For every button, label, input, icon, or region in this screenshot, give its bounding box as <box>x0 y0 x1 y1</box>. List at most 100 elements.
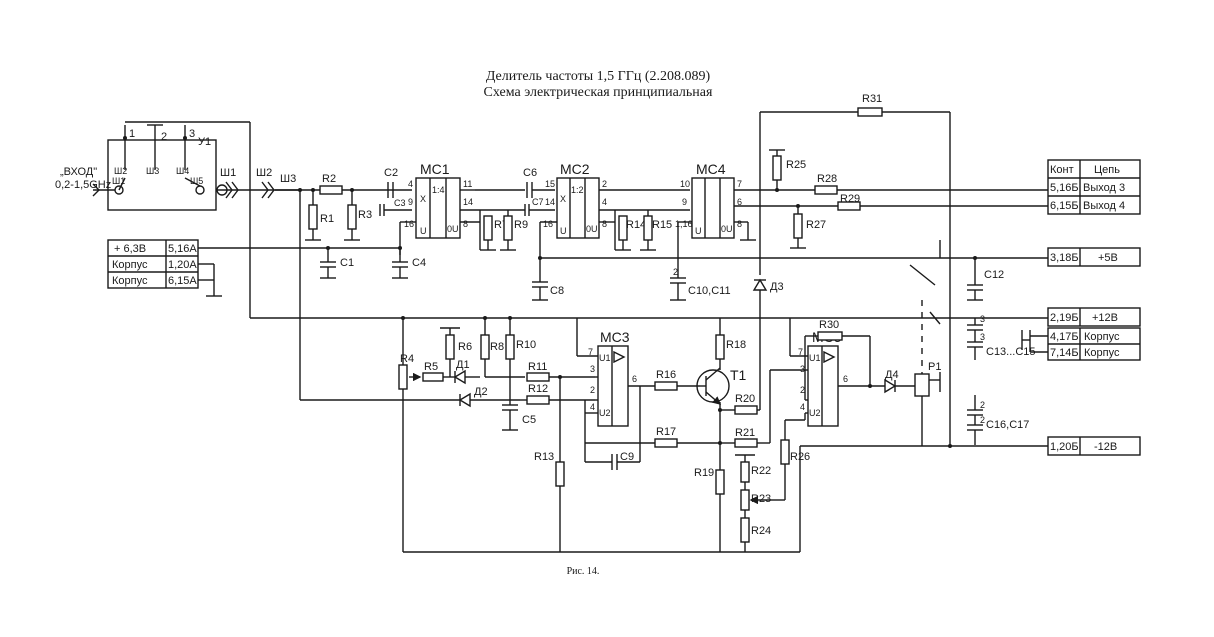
diagram-subtitle: Схема электрическая принципиальная <box>484 85 713 100</box>
mc4-pin8: 8 <box>737 219 742 229</box>
label-d4: Д4 <box>885 369 899 381</box>
label-t1: Т1 <box>730 367 747 383</box>
mc3-pin2: 2 <box>590 385 595 395</box>
label-r18: R18 <box>726 339 746 351</box>
mc2-name: МС2 <box>560 161 590 177</box>
svg-text:Корпус: Корпус <box>1084 331 1120 343</box>
rail-plus5: 3,18Б +5В <box>1047 247 1141 267</box>
label-r8: R8 <box>490 341 504 353</box>
mc1-pin9: 9 <box>408 197 413 207</box>
label-c8: C8 <box>550 285 564 297</box>
label-d3: Д3 <box>770 281 784 293</box>
mc3-u1: U1 <box>599 353 611 363</box>
pin-2: 2 <box>161 131 167 143</box>
label-c10-c11: C10,C11 <box>688 285 731 297</box>
label-r12: R12 <box>528 383 548 395</box>
mc5-pin6: 6 <box>843 374 848 384</box>
mc1-pin8: 8 <box>463 219 468 229</box>
ic-mc1: МС1 1:4 X U 0U 4 11 9 14 16 8 <box>404 161 473 239</box>
label-d1: Д1 <box>456 359 470 371</box>
mc4-pin116: 1,16 <box>675 219 693 229</box>
svg-text:4,17Б: 4,17Б <box>1050 331 1079 343</box>
mc1-pin4: 4 <box>408 179 413 189</box>
connector-sh2: Ш2 <box>256 167 272 179</box>
connector-sh1: Ш1 <box>220 167 236 179</box>
mc2-u: U <box>560 226 567 236</box>
mc1-name: МС1 <box>420 161 450 177</box>
output-table-header-k: Конт <box>1050 164 1074 176</box>
label-r22: R22 <box>751 465 771 477</box>
label-c3: C3 <box>394 198 406 208</box>
label-d2: Д2 <box>474 386 488 398</box>
label-r25: R25 <box>786 159 806 171</box>
mc3-u2: U2 <box>599 408 611 418</box>
label-r3: R3 <box>358 209 372 221</box>
mc2-pin2: 2 <box>602 179 607 189</box>
svg-text:-12В: -12В <box>1094 441 1117 453</box>
svg-text:+12В: +12В <box>1092 312 1118 324</box>
mc2-div: 1:2 <box>571 185 584 195</box>
label-r5: R5 <box>424 361 438 373</box>
mc4-ou: 0U <box>721 224 733 234</box>
svg-text:+ 6,3В: + 6,3В <box>114 243 146 255</box>
rail-ground: 4,17Б Корпус 7,14Б Корпус <box>1047 327 1141 361</box>
mc3-pin4: 4 <box>590 402 595 412</box>
mc4-u: U <box>695 226 702 236</box>
svg-text:Корпус: Корпус <box>112 275 148 287</box>
relay-p1: Р1 <box>914 361 941 397</box>
mc5-u2: U2 <box>809 408 821 418</box>
label-r31: R31 <box>862 93 882 105</box>
label-r1: R1 <box>320 213 334 225</box>
count-c14: 3 <box>980 332 985 342</box>
mc5-pin3: 3 <box>800 364 805 374</box>
svg-text:2,19Б: 2,19Б <box>1050 312 1079 324</box>
pin-3: 3 <box>189 128 195 140</box>
input-label: „ВХОД" <box>60 166 97 178</box>
count-c10: 2 <box>673 267 678 277</box>
pin-1: 1 <box>129 128 135 140</box>
svg-text:6,15А: 6,15А <box>168 275 197 287</box>
label-c4: C4 <box>412 257 426 269</box>
label-r13: R13 <box>534 451 554 463</box>
count-c16: 2 <box>980 400 985 410</box>
block-name: У1 <box>198 136 211 148</box>
mc4-name: МС4 <box>696 161 726 177</box>
rail-minus12: 1,20Б -12В <box>1047 436 1141 456</box>
mc2-pin14: 14 <box>545 197 555 207</box>
output-table-row2-c: Выход 4 <box>1083 200 1125 212</box>
mc1-div: 1:4 <box>432 185 445 195</box>
ic-mc2: МС2 1:2 X U 0U 15 2 14 4 16 8 <box>543 161 607 239</box>
input-range: 0,2-1,5GHz <box>55 179 111 191</box>
label-r29: R29 <box>840 193 860 205</box>
count-c13: 3 <box>980 314 985 324</box>
power-table: + 6,3В 5,16А Корпус 1,20А Корпус 6,15А <box>107 239 199 289</box>
output-table-row1-c: Выход 3 <box>1083 182 1125 194</box>
svg-text:+5В: +5В <box>1098 252 1118 264</box>
label-r16: R16 <box>656 369 676 381</box>
label-r11: R11 <box>528 361 547 373</box>
label-c16-c17: C16,C17 <box>986 419 1029 431</box>
mc5-pin7: 7 <box>798 347 803 357</box>
mc4-pin7: 7 <box>737 179 742 189</box>
label-c2: C2 <box>384 167 398 179</box>
mc1-pin16: 16 <box>404 219 414 229</box>
label-c7: C7 <box>532 197 544 207</box>
label-r6: R6 <box>458 341 472 353</box>
output-table-row2-k: 6,15Б <box>1050 200 1079 212</box>
svg-text:1,20Б: 1,20Б <box>1050 441 1079 453</box>
label-r19: R19 <box>694 467 714 479</box>
mc5-pin2: 2 <box>800 385 805 395</box>
svg-text:7,14Б: 7,14Б <box>1050 347 1079 359</box>
mc1-pin14: 14 <box>463 197 473 207</box>
label-r20: R20 <box>735 393 755 405</box>
label-r30: R30 <box>819 319 839 331</box>
mc2-pin16: 16 <box>543 219 553 229</box>
rail-plus12: 2,19Б +12В <box>1047 307 1141 327</box>
mc3-pin3: 3 <box>590 364 595 374</box>
mc1-x: X <box>420 194 426 204</box>
svg-text:1,20А: 1,20А <box>168 259 197 271</box>
label-c5: C5 <box>522 414 536 426</box>
count-c17: 2 <box>980 415 985 425</box>
output-table-row1-k: 5,16Б <box>1050 182 1079 194</box>
